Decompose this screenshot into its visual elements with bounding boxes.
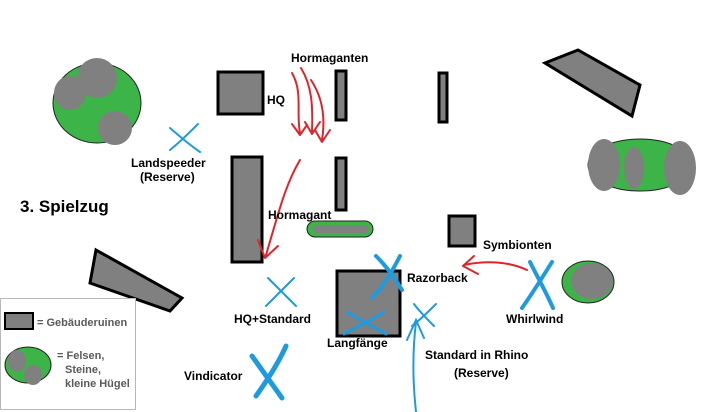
marker-landspeeder — [169, 123, 201, 153]
label-razorback: Razorback — [407, 271, 468, 285]
hill-top-left — [52, 58, 142, 145]
marker-vindicator — [249, 343, 289, 401]
label-hormagant: Hormagant — [268, 208, 331, 222]
legend-rock-icon — [4, 346, 52, 385]
legend-ruin-icon — [4, 312, 34, 330]
label-hq: HQ — [267, 93, 285, 107]
marker-langfaenge — [342, 310, 388, 336]
enemy-arrows — [257, 67, 528, 275]
ruin-razorback-block — [335, 269, 402, 338]
ruin-small-block — [447, 214, 477, 248]
ruin-bar-2 — [437, 71, 449, 124]
marker-razorback — [370, 254, 404, 300]
label-standard-rhino-reserve: (Reserve) — [454, 366, 509, 380]
legend: = Gebäuderuinen = Felsen, Steine, kleine… — [0, 298, 136, 410]
label-landspeeder: Landspeeder — [131, 156, 206, 170]
page-title: 3. Spielzug — [20, 197, 109, 216]
arrow-hormaganten-3 — [310, 79, 331, 143]
label-standard-rhino: Standard in Rhino — [425, 348, 528, 362]
ruin-bar-3 — [334, 156, 348, 212]
own-markers — [169, 123, 555, 412]
label-vindicator: Vindicator — [184, 369, 243, 383]
label-langfaenge: Langfänge — [327, 336, 388, 350]
marker-standard-rhino — [406, 303, 437, 412]
marker-whirlwind — [520, 260, 555, 310]
ruin-tall-block — [230, 155, 264, 264]
label-whirlwind: Whirlwind — [506, 312, 563, 326]
legend-rocks-label-3: kleine Hügel — [65, 378, 130, 390]
hill-right — [587, 138, 696, 195]
marker-hq-standard — [265, 277, 297, 307]
ruin-bar-1 — [334, 69, 348, 122]
legend-rocks-label-1: = Felsen, — [57, 350, 105, 362]
label-landspeeder-reserve: (Reserve) — [140, 170, 195, 184]
label-symbionten: Symbionten — [483, 238, 552, 252]
label-hormaganten: Hormaganten — [291, 51, 368, 65]
ruin-hq-block — [216, 70, 265, 116]
arrow-hormagant — [257, 159, 301, 259]
label-hq-standard: HQ+Standard — [234, 312, 311, 326]
hill-long-center — [306, 220, 374, 238]
arrow-symbionten — [462, 255, 528, 275]
arrow-hormaganten-1 — [291, 72, 308, 136]
legend-swatches — [4, 312, 52, 385]
ruin-slab-top-right — [541, 48, 642, 119]
ruins — [88, 48, 642, 338]
ruin-slab-left — [88, 247, 185, 313]
legend-ruins-label: = Gebäuderuinen — [37, 317, 128, 329]
hill-bottom-right — [561, 260, 615, 304]
legend-rocks-label-2: Steine, — [65, 364, 102, 376]
arrow-hormaganten-2 — [300, 67, 321, 135]
